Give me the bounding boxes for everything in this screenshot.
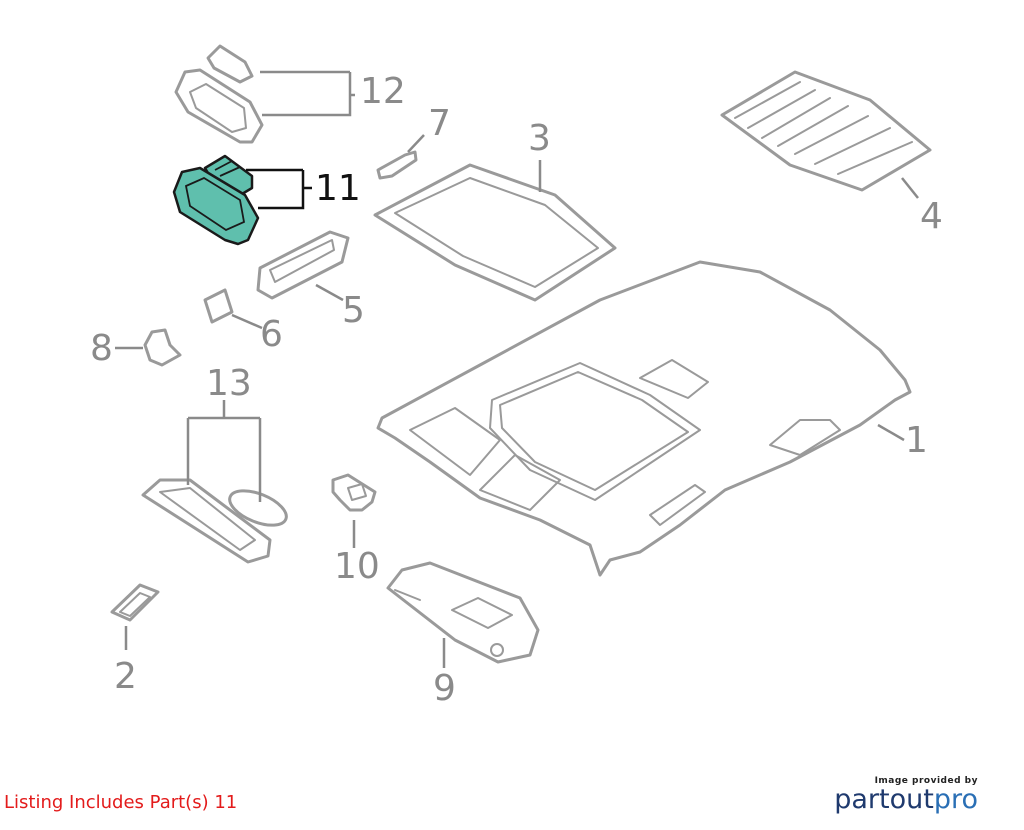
callout-6: 6	[260, 314, 283, 355]
brand-part-1: partout	[834, 784, 934, 815]
callout-3: 3	[528, 118, 551, 159]
callout-10: 10	[334, 546, 380, 587]
callout-4: 4	[920, 196, 943, 237]
part-13-dome-lamp	[141, 478, 288, 564]
callout-8: 8	[90, 328, 113, 369]
part-4-sunshade	[720, 70, 932, 192]
callout-12: 12	[360, 71, 406, 112]
image-credit: Image provided by partoutpro	[834, 776, 978, 814]
callout-labels: 1 2 3 4 5 6 7 8 9 10 11 12 13	[90, 71, 943, 709]
callout-11: 11	[315, 168, 361, 209]
callout-13: 13	[206, 363, 252, 404]
part-7-bracket	[376, 150, 418, 180]
callout-5: 5	[342, 290, 365, 331]
callout-7: 7	[428, 103, 451, 144]
part-6-cap	[203, 288, 234, 324]
listing-note: Listing Includes Part(s) 11	[4, 792, 238, 813]
part-10-visor-holder	[331, 473, 377, 512]
part-1-headliner	[376, 260, 912, 577]
credit-caption: Image provided by	[874, 776, 978, 786]
part-8-clip	[143, 328, 182, 367]
callout-9: 9	[433, 668, 456, 709]
part-3-sunroof-glass	[373, 163, 617, 302]
brand-part-2: pro	[933, 784, 978, 815]
part-5-grab-handle	[256, 230, 350, 300]
part-2-lamp	[110, 583, 160, 622]
part-12-map-lamp	[174, 44, 264, 144]
callout-1: 1	[905, 420, 928, 461]
callout-2: 2	[114, 656, 137, 697]
part-11-map-lamp	[172, 154, 260, 246]
leader-lines	[115, 70, 919, 668]
partoutpro-logo: partoutpro	[834, 786, 978, 814]
part-9-sun-visor	[386, 561, 540, 664]
